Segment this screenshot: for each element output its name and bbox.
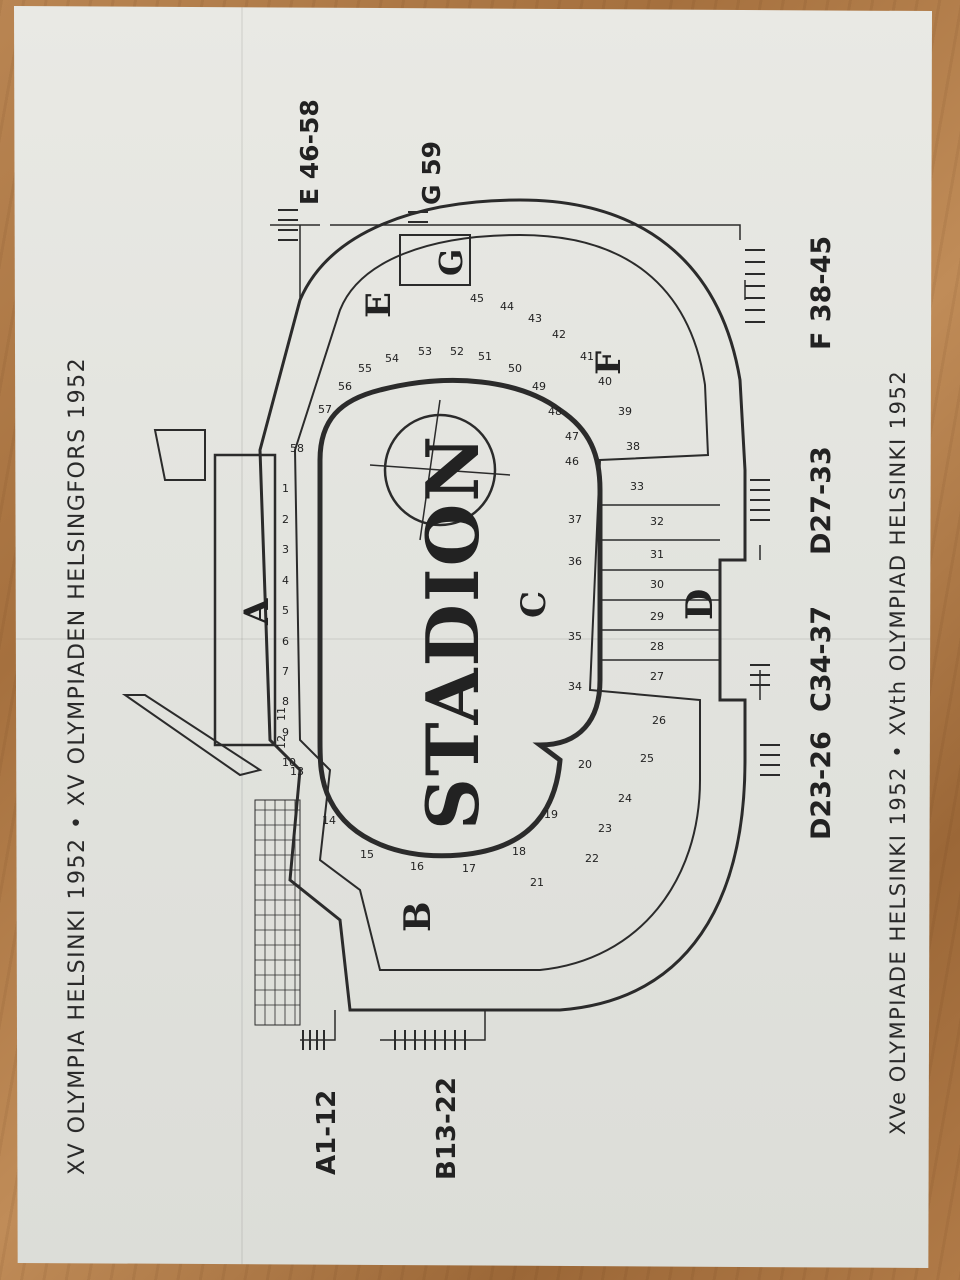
- section-b-outer: 21 22 23 24 25 26: [530, 714, 666, 889]
- seat-section: 19: [544, 808, 558, 821]
- fold-line-horizontal: [14, 638, 932, 640]
- seat-section: 44: [500, 300, 514, 313]
- seat-section: 25: [640, 752, 654, 765]
- seat-section: 54: [385, 352, 399, 365]
- seat-section: 32: [650, 515, 664, 528]
- seat-section: 47: [565, 430, 579, 443]
- seat-section: 7: [282, 665, 289, 678]
- gate-label-e: E 46-58: [295, 99, 324, 205]
- seat-section: 24: [618, 792, 632, 805]
- seat-section: 49: [532, 380, 546, 393]
- seat-section: 15: [360, 848, 374, 861]
- seat-section: 4: [282, 574, 289, 587]
- gate-label-f: F 38-45: [806, 236, 837, 350]
- section-f-outer: 38 39 40 41 42 43 44 45: [470, 292, 640, 453]
- gate-label-d1: D23-26: [806, 731, 837, 840]
- section-c-row: 34 35 36 37: [568, 513, 582, 693]
- seat-section: 39: [618, 405, 632, 418]
- seat-section: 18: [512, 845, 526, 858]
- section-d-row: 27 28 29 30 31 32 33: [630, 480, 664, 683]
- gate-markers: [278, 209, 780, 1050]
- seat-section: 43: [528, 312, 542, 325]
- seat-section: 46: [565, 455, 579, 468]
- stadium-outline: [121, 198, 761, 1041]
- seat-section: 42: [552, 328, 566, 341]
- seat-section: 17: [462, 862, 476, 875]
- seat-section: 22: [585, 852, 599, 865]
- seat-section: 50: [508, 362, 522, 375]
- seat-section: 1: [282, 482, 289, 495]
- seat-section: 14: [322, 814, 336, 827]
- seat-section: 41: [580, 350, 594, 363]
- seat-section: 26: [652, 714, 666, 727]
- gate-label-g: G 59: [417, 141, 446, 205]
- seat-section: 11: [275, 707, 288, 721]
- section-b-ring: 13 14 15 16 17 18 19 20: [290, 758, 592, 875]
- gate-label-b: B13-22: [432, 1077, 462, 1180]
- seat-section: 12: [275, 735, 288, 749]
- seat-section: 51: [478, 350, 492, 363]
- seat-section: 16: [410, 860, 424, 873]
- seat-section: 40: [598, 375, 612, 388]
- seat-section: 29: [650, 610, 664, 623]
- seat-section: 31: [650, 548, 664, 561]
- gate-label-d2: D27-33: [806, 446, 837, 555]
- seat-section: 3: [282, 543, 289, 556]
- seat-section: 37: [568, 513, 582, 526]
- seat-section: 27: [650, 670, 664, 683]
- gate-label-a: A1-12: [312, 1090, 342, 1175]
- seat-section: 55: [358, 362, 372, 375]
- seat-section: 34: [568, 680, 582, 693]
- section-letter-e: E: [359, 292, 399, 318]
- seat-section: 21: [530, 876, 544, 889]
- seat-section: 45: [470, 292, 484, 305]
- seat-section: 56: [338, 380, 352, 393]
- border-text-left: XV OLYMPIA HELSINKI 1952 • XV OLYMPIADEN…: [65, 357, 90, 1175]
- seat-section: 13: [290, 765, 304, 778]
- seat-section: 35: [568, 630, 582, 643]
- section-letter-f: F: [589, 351, 629, 375]
- seat-section: 33: [630, 480, 644, 493]
- seat-section: 38: [626, 440, 640, 453]
- section-letter-a: A: [237, 598, 277, 626]
- seat-section: 23: [598, 822, 612, 835]
- seat-section: 53: [418, 345, 432, 358]
- section-a-row: 1 2 3 4 5 6 7 8 9 10 11 12: [275, 482, 296, 769]
- olympic-ticket: [14, 6, 932, 1268]
- border-text-right: XVe OLYMPIADE HELSINKI 1952 • XVth OLYMP…: [886, 370, 910, 1135]
- seat-section: 57: [318, 403, 332, 416]
- section-letter-c: C: [514, 591, 554, 618]
- fold-line-vertical: [241, 6, 243, 1268]
- seat-section: 8: [282, 695, 289, 708]
- gate-label-c: C34-37: [806, 606, 837, 712]
- seat-section: 30: [650, 578, 664, 591]
- seat-section: 10: [282, 756, 296, 769]
- seat-section: 36: [568, 555, 582, 568]
- seat-section: 28: [650, 640, 664, 653]
- seat-section: 9: [282, 726, 289, 739]
- seat-section: 2: [282, 513, 289, 526]
- section-letter-d: D: [679, 589, 721, 620]
- seat-section: 48: [548, 405, 562, 418]
- section-ef-ring: 46 47 48 49 50 51 52 53 54 55 56 57 58: [290, 345, 579, 468]
- seat-section: 5: [282, 604, 289, 617]
- seat-section: 58: [290, 442, 304, 455]
- section-letter-b: B: [397, 902, 439, 932]
- seat-section: 20: [578, 758, 592, 771]
- seat-section: 52: [450, 345, 464, 358]
- seat-section: 6: [282, 635, 289, 648]
- section-letter-g: G: [432, 249, 470, 276]
- center-title: STADION: [410, 434, 495, 830]
